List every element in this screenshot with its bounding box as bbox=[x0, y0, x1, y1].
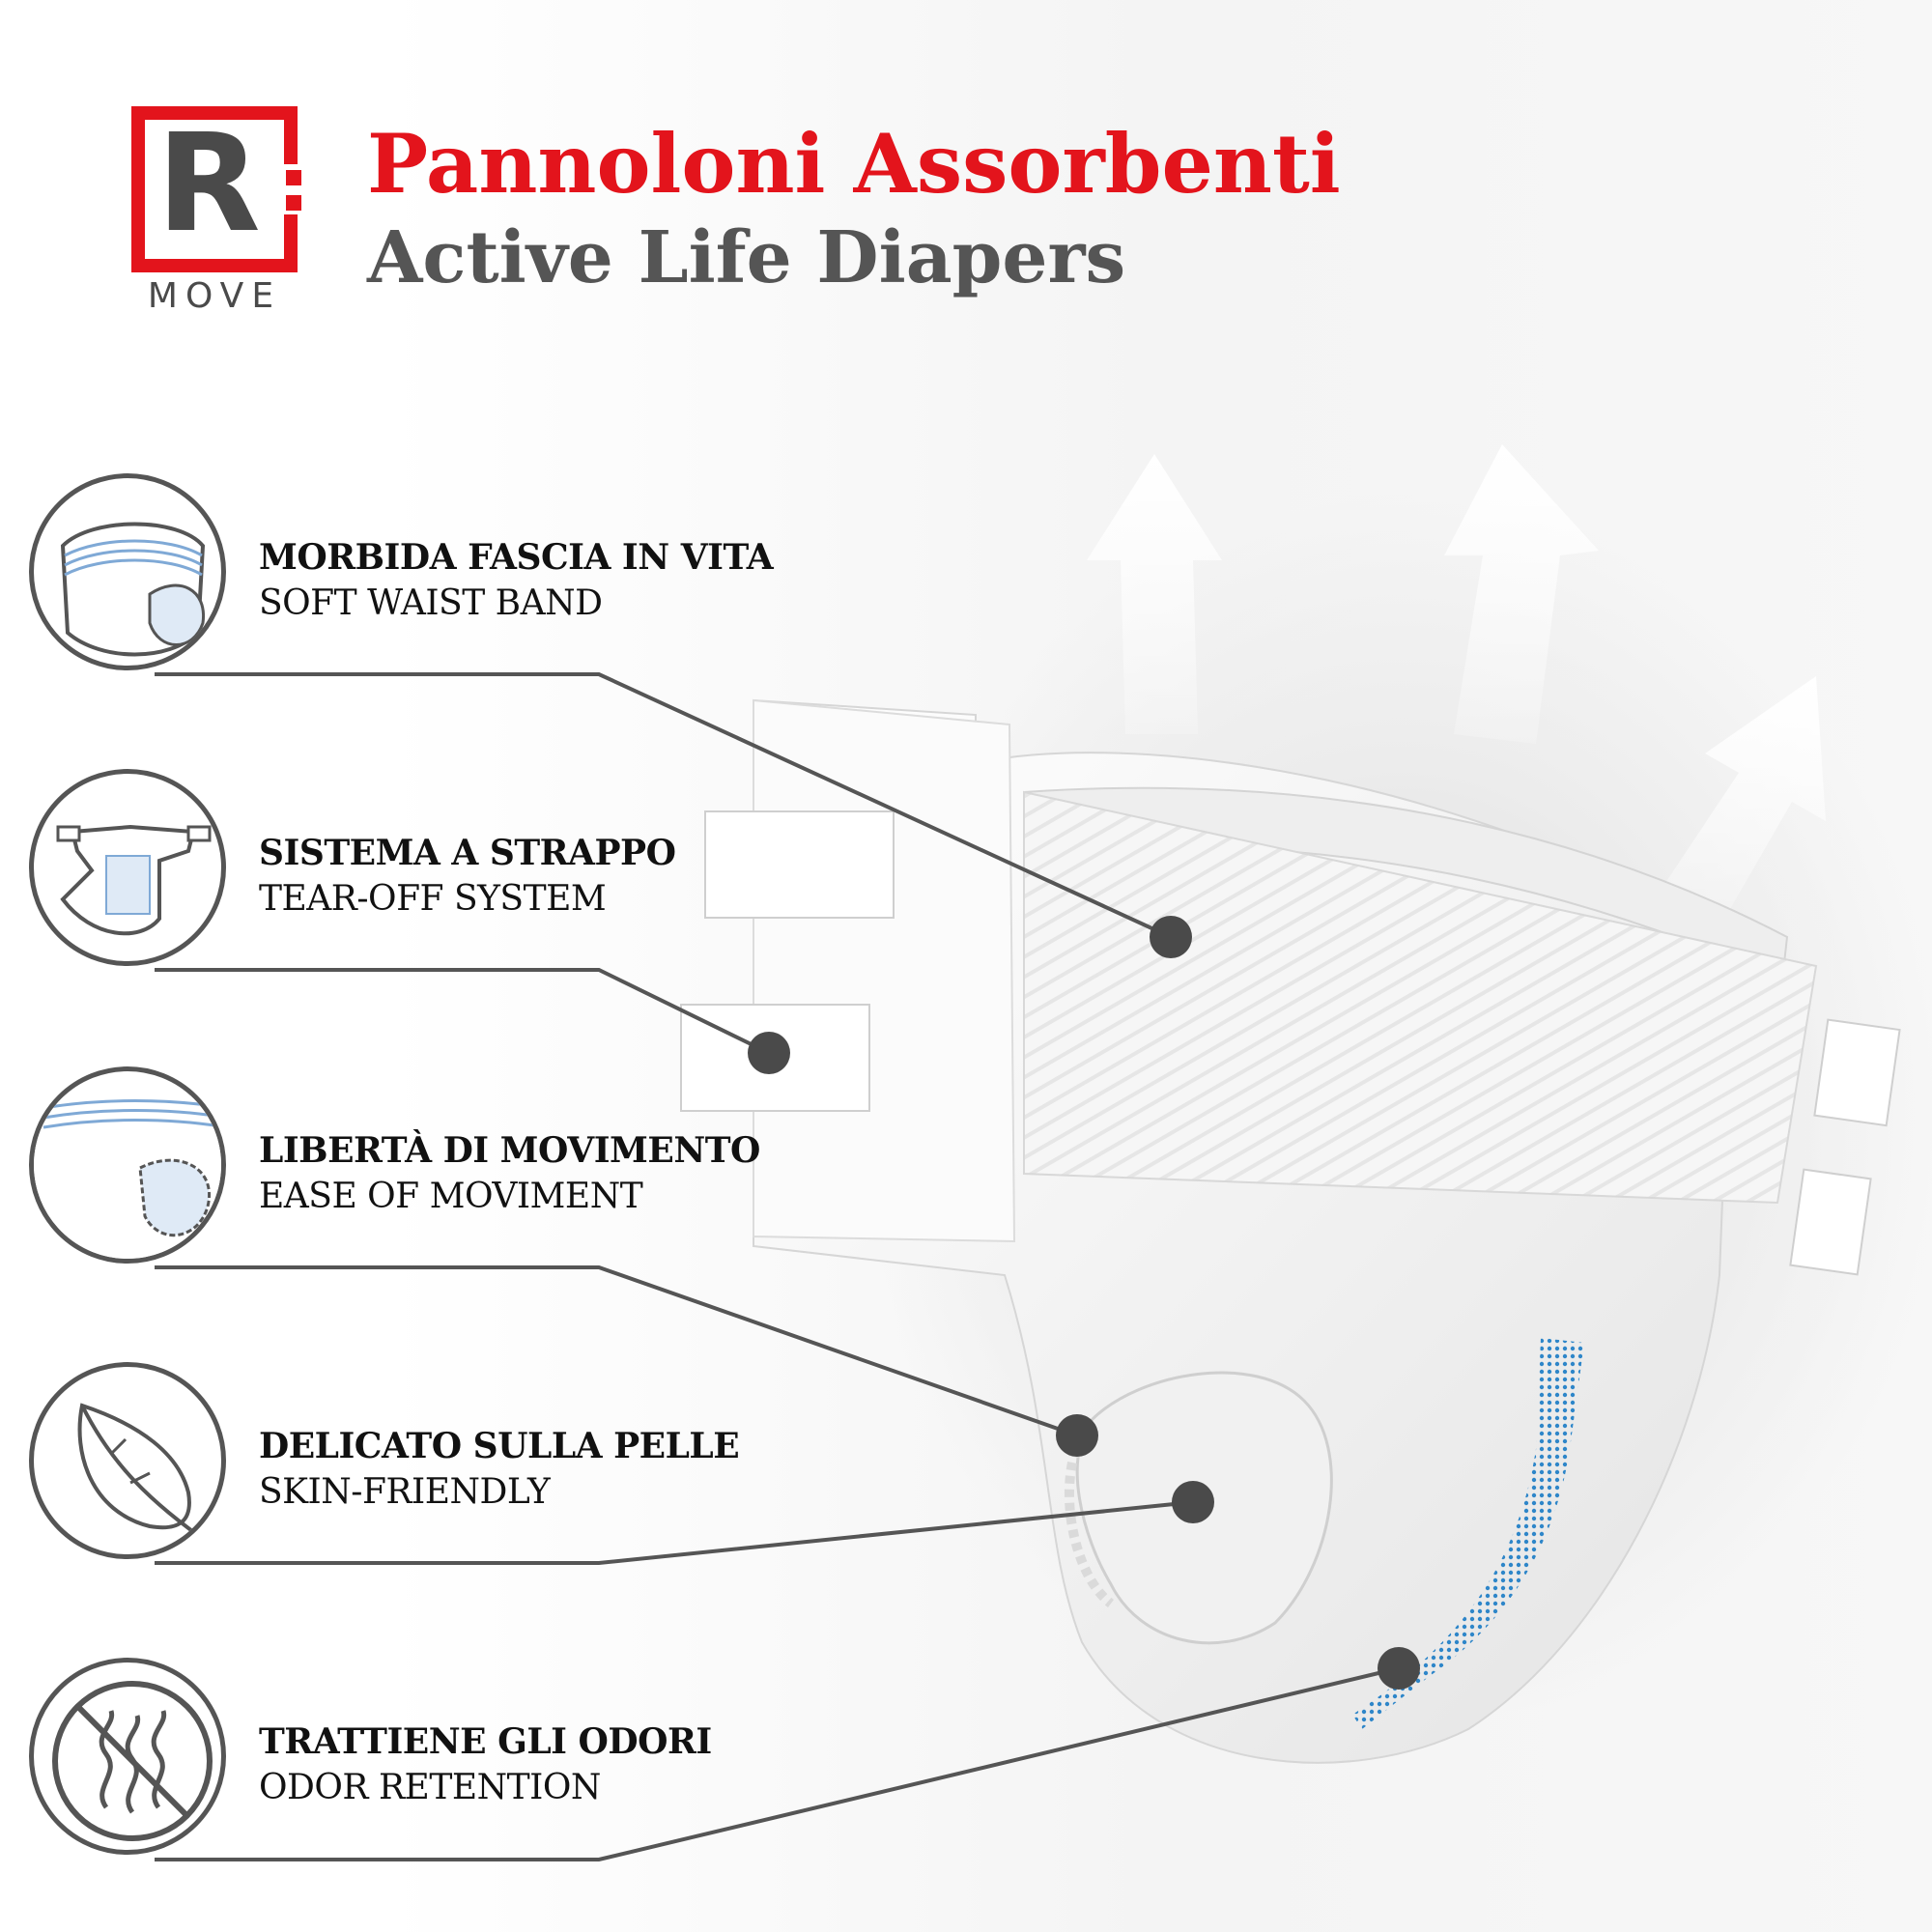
feature-label-en: EASE OF MOVIMENT bbox=[259, 1177, 643, 1216]
feature-odor: TRATTIENE GLI ODORI ODOR RETENTION bbox=[29, 1658, 995, 1880]
feature-label-it: LIBERTÀ DI MOVIMENTO bbox=[259, 1130, 760, 1171]
feature-tear-off: SISTEMA A STRAPPO TEAR-OFF SYSTEM bbox=[29, 769, 995, 991]
feather-icon bbox=[29, 1362, 226, 1559]
feature-label-en: SOFT WAIST BAND bbox=[259, 583, 603, 623]
feature-label-it: SISTEMA A STRAPPO bbox=[259, 833, 676, 873]
feature-label-it: DELICATO SULLA PELLE bbox=[259, 1426, 740, 1466]
no-odor-icon bbox=[29, 1658, 226, 1855]
logo-frame bbox=[131, 106, 298, 272]
callout-dot-tabs bbox=[748, 1032, 790, 1074]
callout-dot-absorbent bbox=[1378, 1647, 1420, 1690]
logo-letter: R bbox=[156, 105, 261, 263]
leg-cuff-icon bbox=[29, 1066, 226, 1264]
feature-movement: LIBERTÀ DI MOVIMENTO EASE OF MOVIMENT bbox=[29, 1066, 995, 1289]
logo-wordmark: MOVE bbox=[147, 276, 282, 316]
feature-label-en: ODOR RETENTION bbox=[259, 1768, 601, 1807]
feature-waistband: MORBIDA FASCIA IN VITA SOFT WAIST BAND bbox=[29, 473, 995, 696]
page-title: Pannoloni Assorbenti bbox=[367, 116, 1341, 212]
callout-dot-leg-cuff bbox=[1056, 1414, 1098, 1457]
page-subtitle: Active Life Diapers bbox=[367, 216, 1126, 299]
feature-label-en: TEAR-OFF SYSTEM bbox=[259, 879, 607, 919]
feature-label-it: TRATTIENE GLI ODORI bbox=[259, 1721, 712, 1762]
callout-dot-waistband bbox=[1150, 916, 1192, 958]
brand-logo: R MOVE bbox=[131, 105, 301, 316]
callout-dot-inner bbox=[1172, 1481, 1214, 1523]
waistband-diaper-icon bbox=[29, 473, 226, 670]
open-diaper-tabs-icon bbox=[29, 769, 226, 966]
airflow-arrows bbox=[1087, 444, 1826, 927]
feature-skin-friendly: DELICATO SULLA PELLE SKIN-FRIENDLY bbox=[29, 1362, 995, 1584]
feature-label-en: SKIN-FRIENDLY bbox=[259, 1472, 551, 1512]
feature-label-it: MORBIDA FASCIA IN VITA bbox=[259, 537, 774, 578]
